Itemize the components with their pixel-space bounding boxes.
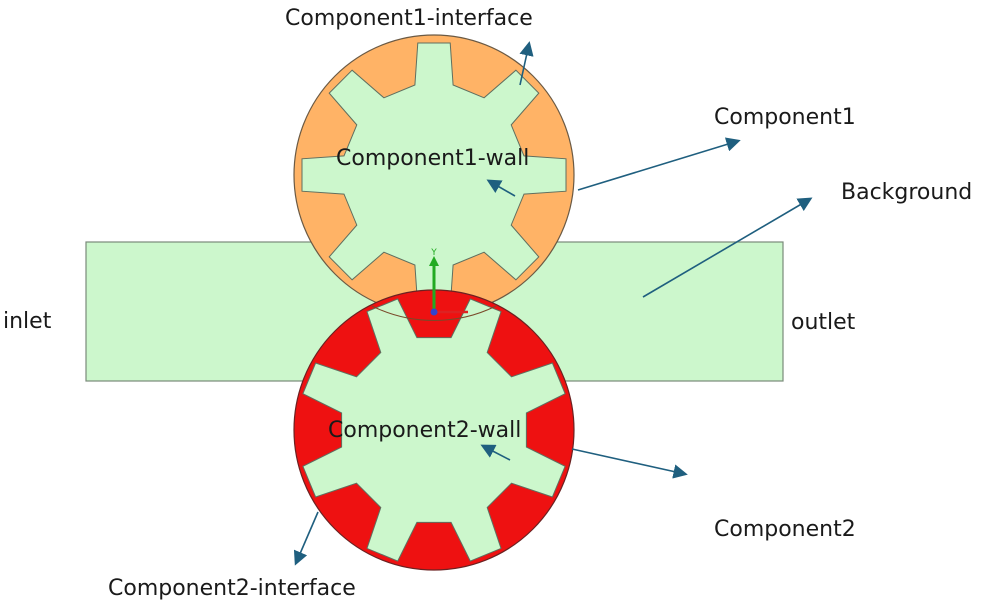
background-label: Background [841, 180, 972, 205]
component2-wall-label: Component2-wall [328, 418, 521, 443]
background-arrow [642, 197, 813, 298]
component2-wall-gear[interactable] [302, 298, 566, 562]
origin-point [430, 308, 438, 316]
component1-wall-label: Component1-wall [336, 146, 529, 171]
y-axis-arrowhead [429, 256, 439, 266]
component2-arrow [571, 448, 688, 479]
component2-interface-arrow [293, 511, 319, 566]
component1-label: Component1 [714, 105, 856, 130]
component2-label: Component2 [714, 517, 856, 542]
component1-interface-arrow [519, 41, 534, 86]
component1-arrow [577, 137, 741, 191]
component1-overlap-outline [371, 305, 497, 321]
outlet-label: outlet [791, 310, 856, 335]
component1-interface-label: Component1-interface [285, 6, 533, 31]
component2-wall-arrow [480, 444, 511, 461]
coordinate-axes: Y [429, 248, 468, 316]
component1-wall-arrow [486, 179, 516, 197]
component1-wall-gear[interactable] [301, 42, 567, 308]
component1-group [293, 34, 575, 316]
component2-interface-label: Component2-interface [108, 576, 356, 601]
y-axis-label: Y [430, 248, 437, 258]
inlet-label: inlet [3, 309, 52, 334]
